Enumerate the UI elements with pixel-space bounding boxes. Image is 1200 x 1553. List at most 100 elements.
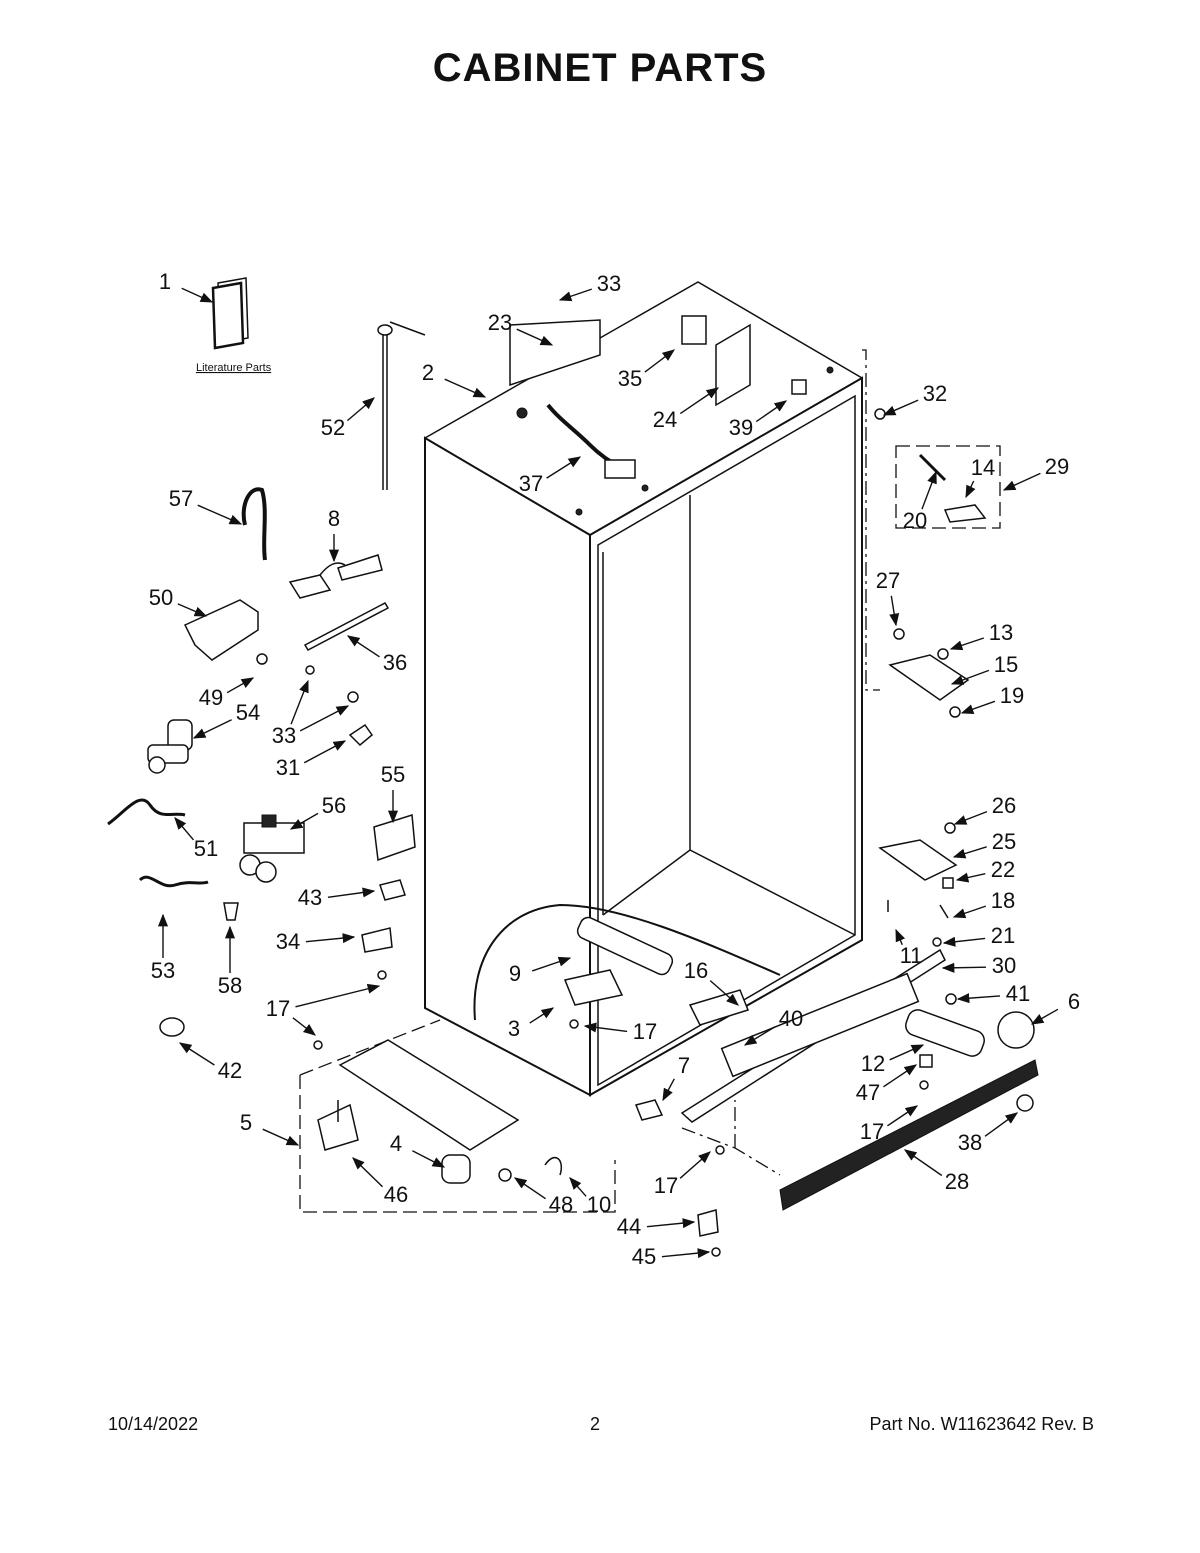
callout-label-2: 2 <box>422 360 434 385</box>
callout-label-36: 36 <box>383 650 407 675</box>
callout-leader-17 <box>887 1105 919 1127</box>
callout-leader-52 <box>346 397 375 422</box>
callout-label-23: 23 <box>488 310 512 335</box>
callout-label-53: 53 <box>151 958 175 983</box>
callout-leader-20 <box>921 470 937 510</box>
callout-leader-39 <box>755 400 788 423</box>
callout-label-46: 46 <box>384 1182 408 1207</box>
callout-label-35: 35 <box>618 366 642 391</box>
callout-label-5: 5 <box>240 1110 252 1135</box>
callout-leader-5 <box>262 1128 300 1146</box>
callout-leader-57 <box>197 504 243 525</box>
callout-label-37: 37 <box>519 471 543 496</box>
footer-date: 10/14/2022 <box>108 1414 199 1434</box>
callout-leader-14 <box>965 480 976 499</box>
callout-label-16: 16 <box>684 958 708 983</box>
callout-label-12: 12 <box>861 1051 885 1076</box>
callout-layer: 1234567891011121314151617171717181920212… <box>149 269 1080 1269</box>
control-box <box>681 315 807 407</box>
callout-leader-43 <box>327 887 376 898</box>
callout-label-56: 56 <box>322 793 346 818</box>
callout-label-18: 18 <box>991 888 1015 913</box>
callout-leader-34 <box>305 933 356 944</box>
callout-leader-44 <box>646 1218 696 1229</box>
callout-leader-23 <box>516 328 554 346</box>
callout-leader-17 <box>292 1017 316 1036</box>
callout-leader-1 <box>181 287 214 303</box>
callout-label-31: 31 <box>276 755 300 780</box>
callout-label-17: 17 <box>633 1019 657 1044</box>
dual-water-valve <box>239 814 305 883</box>
callout-label-57: 57 <box>169 486 193 511</box>
callout-label-55: 55 <box>381 762 405 787</box>
callout-label-41: 41 <box>1006 981 1030 1006</box>
callout-label-30: 30 <box>992 953 1016 978</box>
callout-label-14: 14 <box>971 455 995 480</box>
literature-parts-label: Literature Parts <box>196 362 272 374</box>
callout-leader-10 <box>569 1177 587 1197</box>
callout-leader-48 <box>513 1177 546 1200</box>
water-tube <box>377 321 426 490</box>
callout-leader-28 <box>903 1149 943 1177</box>
callout-label-19: 19 <box>1000 683 1024 708</box>
callout-label-6: 6 <box>1068 989 1080 1014</box>
callout-leader-4 <box>412 1150 446 1168</box>
callout-label-42: 42 <box>218 1058 242 1083</box>
callout-leader-33 <box>299 705 350 732</box>
callout-leader-47 <box>883 1064 918 1088</box>
callout-label-44: 44 <box>617 1214 641 1239</box>
callout-leader-9 <box>531 956 572 972</box>
footer-part-number: Part No. W11623642 Rev. B <box>869 1414 1094 1434</box>
callout-label-43: 43 <box>298 885 322 910</box>
callout-label-15: 15 <box>994 652 1018 677</box>
callout-label-32: 32 <box>923 381 947 406</box>
callout-leader-11 <box>895 928 906 946</box>
callout-label-33: 33 <box>272 723 296 748</box>
callout-label-3: 3 <box>508 1016 520 1041</box>
callout-leader-15 <box>950 669 990 685</box>
callout-leader-54 <box>192 719 232 739</box>
callout-leader-17 <box>295 983 381 1008</box>
callout-label-50: 50 <box>149 585 173 610</box>
callout-label-9: 9 <box>509 961 521 986</box>
callout-label-38: 38 <box>958 1130 982 1155</box>
callout-label-24: 24 <box>653 407 677 432</box>
callout-leader-56 <box>289 812 319 830</box>
callout-leader-30 <box>941 962 987 973</box>
callout-leader-24 <box>679 387 720 415</box>
callout-leader-13 <box>949 637 985 651</box>
callout-leader-6 <box>1030 1008 1059 1025</box>
callout-leader-32 <box>882 399 919 416</box>
callout-label-34: 34 <box>276 929 300 954</box>
water-valve <box>147 719 193 774</box>
callout-leader-41 <box>956 993 1001 1004</box>
callout-label-33: 33 <box>597 271 621 296</box>
callout-label-58: 58 <box>218 973 242 998</box>
callout-label-21: 21 <box>991 923 1015 948</box>
callout-leader-49 <box>226 677 255 694</box>
callout-leader-51 <box>174 817 195 841</box>
callout-leader-17 <box>679 1151 711 1179</box>
lower-brackets <box>634 1099 781 1257</box>
callout-label-22: 22 <box>991 857 1015 882</box>
callout-label-47: 47 <box>856 1080 880 1105</box>
callout-leader-25 <box>952 846 987 859</box>
callout-leader-33 <box>290 679 309 725</box>
callout-label-49: 49 <box>199 685 223 710</box>
callout-label-17: 17 <box>860 1119 884 1144</box>
callout-label-8: 8 <box>328 506 340 531</box>
callout-label-40: 40 <box>779 1006 803 1031</box>
callout-label-28: 28 <box>945 1169 969 1194</box>
callout-leader-27 <box>889 595 900 627</box>
callout-label-10: 10 <box>587 1192 611 1217</box>
callout-leader-7 <box>662 1078 675 1102</box>
callout-leader-12 <box>889 1044 925 1061</box>
callout-leader-40 <box>743 1026 776 1046</box>
callout-leader-50 <box>177 603 208 617</box>
callout-label-4: 4 <box>390 1131 402 1156</box>
callout-label-1: 1 <box>159 269 171 294</box>
callout-label-52: 52 <box>321 415 345 440</box>
cabinet-hinge-guide <box>862 349 880 691</box>
callout-leader-22 <box>955 872 986 883</box>
